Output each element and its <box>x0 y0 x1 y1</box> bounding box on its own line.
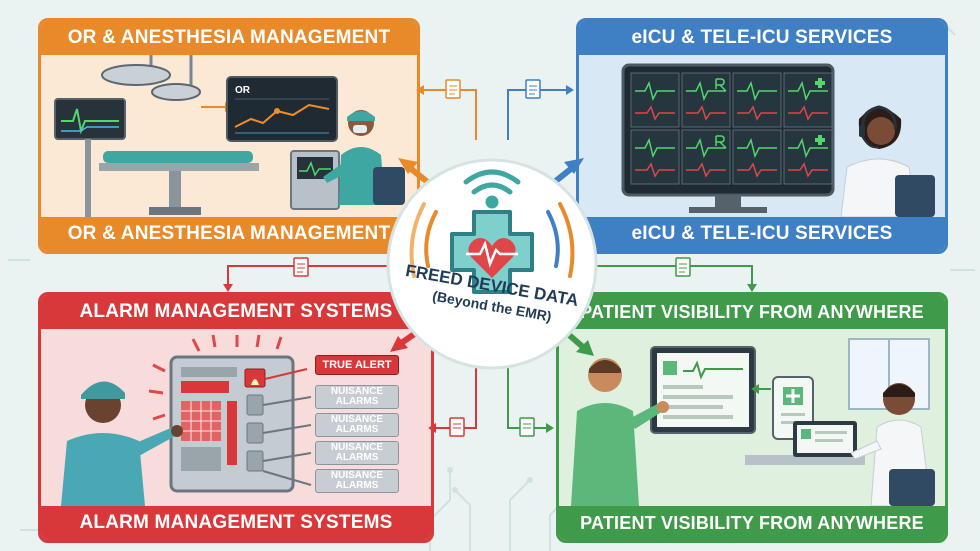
or-scene: OR <box>54 55 405 217</box>
nuisance-alarm-badge: NUISANCE ALARMS <box>315 413 399 437</box>
nuisance-alarm-badge: NUISANCE ALARMS <box>315 441 399 465</box>
waveform-line <box>635 137 675 159</box>
waveform-line <box>788 162 828 178</box>
or-monitor-label: OR <box>235 85 251 96</box>
or-monitor-icon: OR <box>226 76 338 142</box>
or-anesthesia-panel: OR & ANESTHESIA MANAGEMENT <box>38 18 420 254</box>
waveform-line <box>737 80 777 102</box>
alert-rays <box>148 334 283 421</box>
eicu-panel-header: eICU & TELE-ICU SERVICES <box>579 21 945 55</box>
or-panel-header: OR & ANESTHESIA MANAGEMENT <box>41 21 417 55</box>
wifi-icon <box>463 169 521 209</box>
nuisance-alarm-badge: NUISANCE ALARMS <box>315 385 399 409</box>
medical-cross-icon <box>815 78 825 88</box>
alarm-management-panel: ALARM MANAGEMENT SYSTEMS <box>38 292 434 543</box>
dashboard-screen-icon <box>650 346 756 434</box>
remote-clinician-figure <box>840 105 935 217</box>
visibility-panel-footer: PATIENT VISIBILITY FROM ANYWHERE <box>559 506 945 540</box>
eicu-panel-footer: eICU & TELE-ICU SERVICES <box>579 217 945 251</box>
patient-visibility-panel: PATIENT VISIBILITY FROM ANYWHERE <box>556 292 948 543</box>
remote-doctor-figure <box>745 383 935 506</box>
waveform-line <box>788 105 828 121</box>
waveform-line <box>686 80 726 102</box>
document-icon <box>293 257 309 277</box>
or-panel-footer: OR & ANESTHESIA MANAGEMENT <box>41 217 417 251</box>
eicu-panel: eICU & TELE-ICU SERVICES eICU & TELE-ICU… <box>576 18 948 254</box>
waveform-line <box>737 162 777 178</box>
anesthesia-workstation-icon <box>290 150 340 210</box>
true-alert-badge: TRUE ALERT <box>315 355 399 375</box>
waveform-line <box>737 105 777 121</box>
document-icon <box>519 417 535 437</box>
center-hub <box>386 158 598 370</box>
clinician-figure <box>571 358 669 506</box>
nurse-figure <box>61 381 183 506</box>
alarm-scene <box>61 334 312 506</box>
alarm-panel-footer: ALARM MANAGEMENT SYSTEMS <box>41 506 431 540</box>
waveform-line <box>635 162 675 178</box>
waveform-line <box>788 137 828 159</box>
document-icon <box>525 79 541 99</box>
rx-icon <box>715 78 727 92</box>
anesthesiologist-figure <box>323 110 405 205</box>
rx-icon <box>715 135 727 149</box>
waveform-line <box>686 105 726 121</box>
waveform-line <box>737 137 777 159</box>
waveform-line <box>635 80 675 102</box>
document-icon <box>675 257 691 277</box>
waveform-line <box>686 162 726 178</box>
signal-rings <box>409 202 575 278</box>
waveform-line <box>635 105 675 121</box>
visibility-scene <box>571 338 935 506</box>
waveform-line <box>686 137 726 159</box>
operating-table-icon <box>99 151 259 215</box>
heart-icon <box>466 238 518 278</box>
nuisance-alarm-badge: NUISANCE ALARMS <box>315 469 399 493</box>
medical-cross-icon <box>815 135 825 145</box>
vitals-monitor-icon <box>54 98 126 217</box>
monitor-grid <box>630 72 833 185</box>
alarm-panel-header: ALARM MANAGEMENT SYSTEMS <box>41 295 431 329</box>
eicu-scene <box>621 63 935 217</box>
visibility-panel-header: PATIENT VISIBILITY FROM ANYWHERE <box>559 295 945 329</box>
alarm-console-icon <box>169 355 295 493</box>
alarm-bell-icon <box>251 379 259 385</box>
document-icon <box>449 417 465 437</box>
waveform-line <box>788 80 828 102</box>
surgical-light-icon <box>101 55 201 101</box>
document-icon <box>445 79 461 99</box>
